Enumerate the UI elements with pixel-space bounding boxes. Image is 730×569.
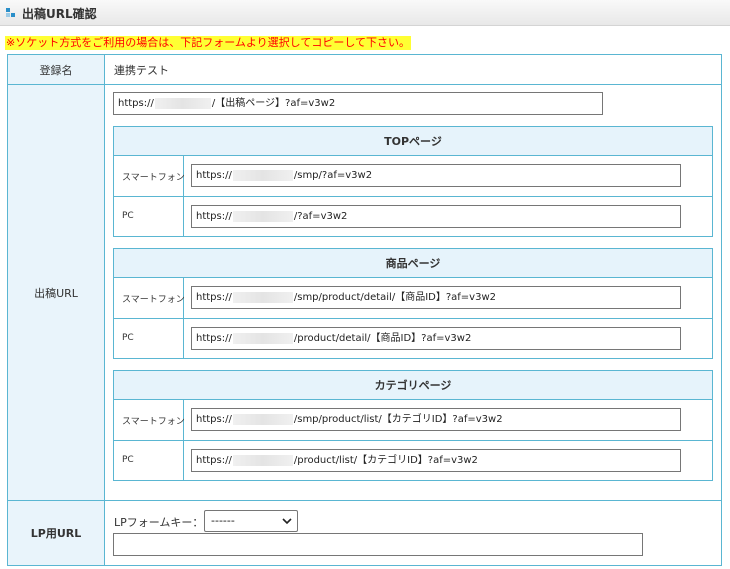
socket-notice: ※ソケット方式をご利用の場合は、下記フォームより選択してコピーして下さい。: [5, 36, 412, 50]
domain-mask: [154, 97, 211, 109]
row-label: PC: [122, 455, 134, 465]
section-product: 商品ページ スマートフォン PC https:///smp/product/de…: [113, 248, 713, 359]
domain-mask: [232, 413, 293, 425]
column-divider: [104, 54, 105, 566]
lp-form-key-select[interactable]: ------: [204, 510, 298, 532]
url-label: 出稿URL: [34, 286, 78, 300]
domain-mask: [232, 291, 293, 303]
section-marker-icon: [6, 8, 15, 17]
domain-mask: [232, 210, 293, 222]
table-border-right: [721, 54, 722, 566]
row-label: PC: [122, 333, 134, 343]
domain-mask: [232, 454, 293, 466]
section-category: カテゴリページ スマートフォン PC https:///smp/product/…: [113, 370, 713, 481]
category-pc-url-field[interactable]: https:///product/list/【カテゴリID】?af=v3w2: [191, 449, 681, 472]
row-divider-1: [7, 84, 722, 85]
row-label: スマートフォン: [122, 417, 185, 427]
page-title: 出稿URL確認: [22, 7, 97, 21]
table-border-top: [7, 54, 722, 55]
row-label: スマートフォン: [122, 295, 185, 305]
row-label: スマートフォン: [122, 173, 185, 183]
domain-mask: [232, 332, 293, 344]
section-title-top: TOPページ: [114, 127, 712, 155]
row-divider-2: [7, 500, 722, 501]
label-column-bg: [7, 55, 104, 566]
registration-label: 登録名: [39, 63, 73, 77]
product-pc-url-field[interactable]: https:///product/detail/【商品ID】?af=v3w2: [191, 327, 681, 350]
top-pc-url-field[interactable]: https:///?af=v3w2: [191, 205, 681, 228]
section-header: 出稿URL確認: [0, 0, 730, 26]
row-label: PC: [122, 211, 134, 221]
table-border-left: [7, 54, 8, 566]
section-title-product: 商品ページ: [114, 249, 712, 277]
registration-value: 連携テスト: [114, 64, 169, 77]
category-smartphone-url-field[interactable]: https:///smp/product/list/【カテゴリID】?af=v3…: [191, 408, 681, 431]
main-url-field[interactable]: https:///【出稿ページ】?af=v3w2: [113, 92, 603, 115]
lp-url-field[interactable]: [113, 533, 643, 556]
lp-label-bg: [7, 500, 104, 566]
table-border-bottom: [7, 565, 722, 566]
section-title-category: カテゴリページ: [114, 371, 712, 399]
lp-url-label: LP用URL: [30, 527, 82, 540]
domain-mask: [232, 169, 293, 181]
top-smartphone-url-field[interactable]: https:///smp/?af=v3w2: [191, 164, 681, 187]
section-top: TOPページ スマートフォン PC https:///smp/?af=v3w2 …: [113, 126, 713, 237]
product-smartphone-url-field[interactable]: https:///smp/product/detail/【商品ID】?af=v3…: [191, 286, 681, 309]
chevron-down-icon: [282, 518, 292, 525]
lp-form-key-label: LPフォームキー：: [114, 516, 204, 529]
